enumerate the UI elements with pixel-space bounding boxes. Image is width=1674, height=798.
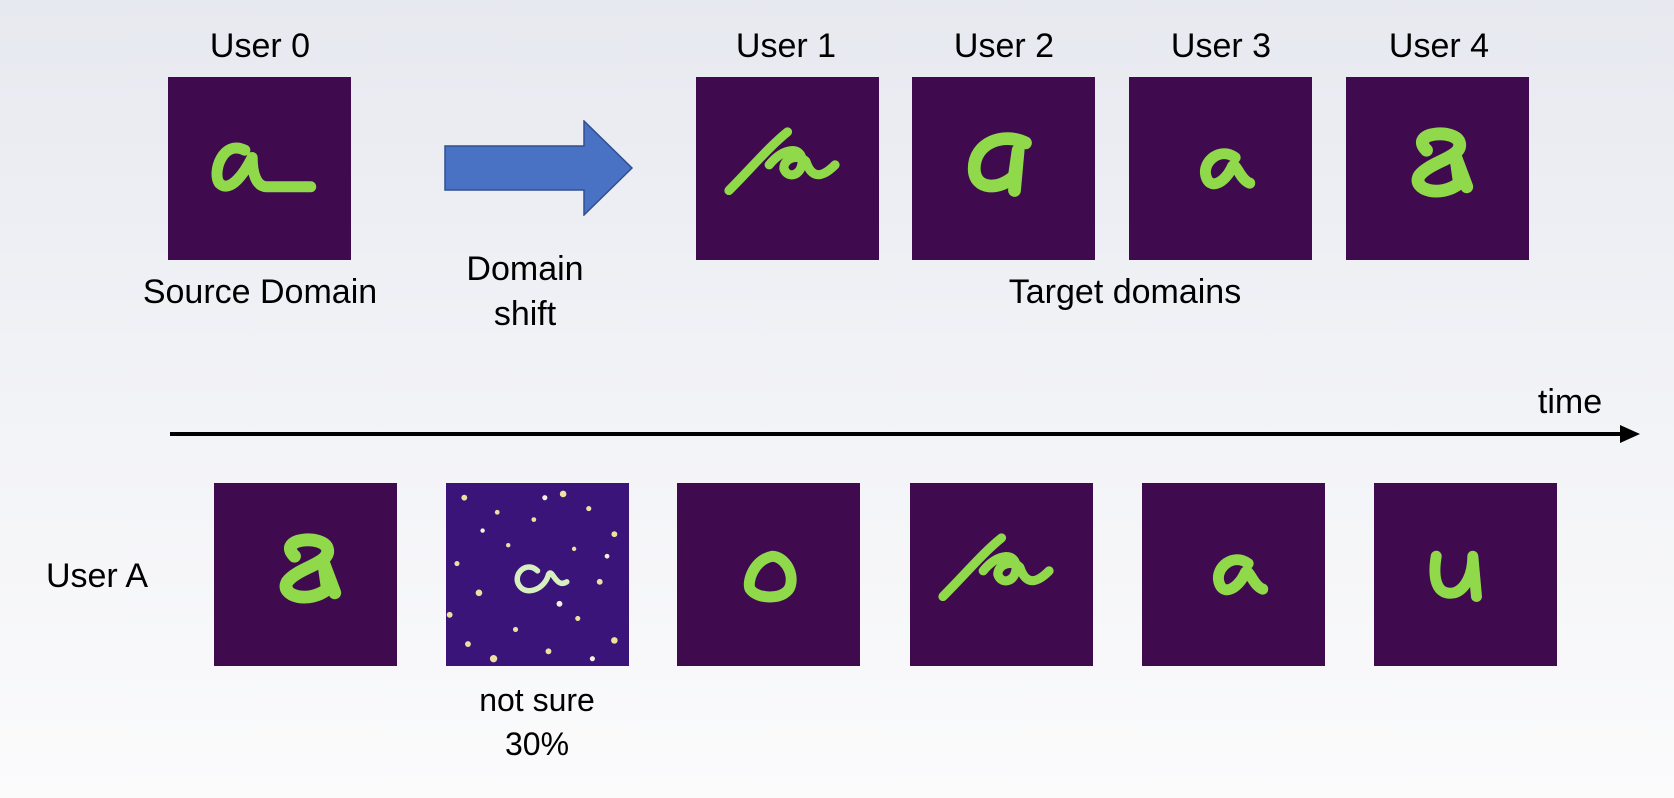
user-4-label: User 4 <box>1388 27 1490 65</box>
user-2-sample-image <box>912 77 1095 260</box>
user-0-label: User 0 <box>209 27 311 65</box>
target-domains-caption: Target domains <box>1008 273 1242 311</box>
handwritten-a-glyph <box>1411 127 1474 198</box>
user-a-sample-6 <box>1374 483 1557 666</box>
user-2-label: User 2 <box>953 27 1055 65</box>
handwritten-o-glyph <box>743 550 797 603</box>
user-1-sample-image <box>696 77 879 260</box>
user-1-label: User 1 <box>735 27 837 65</box>
user-a-label: User A <box>45 557 149 595</box>
user-4-sample-image <box>1346 77 1529 260</box>
domain-shift-label-line2: shift <box>493 295 557 333</box>
handwritten-a-glyph <box>211 142 317 193</box>
domain-shift-arrow <box>444 120 634 216</box>
uncertainty-percent-label: 30% <box>504 726 570 762</box>
user-3-label: User 3 <box>1170 27 1272 65</box>
user-a-sample-1 <box>214 483 397 666</box>
handwritten-a-glyph <box>724 127 840 196</box>
user-a-sample-4 <box>910 483 1093 666</box>
user-a-sample-3 <box>677 483 860 666</box>
uncertainty-label-line1: not sure <box>479 682 595 718</box>
user-3-sample-image <box>1129 77 1312 260</box>
domain-shift-label-line1: Domain <box>466 250 584 288</box>
handwritten-a-glyph <box>1212 554 1269 596</box>
handwritten-a-glyph <box>967 132 1032 197</box>
handwritten-u-glyph <box>1429 550 1482 602</box>
handwritten-a-glyph <box>1199 148 1256 190</box>
handwritten-a-glyph <box>938 533 1054 602</box>
time-axis-label: time <box>1537 383 1603 421</box>
timeline-arrow <box>170 425 1640 443</box>
user-a-sample-5 <box>1142 483 1325 666</box>
user-a-uncertain-sample <box>446 483 629 666</box>
source-domain-caption: Source Domain <box>142 273 378 311</box>
source-sample-image <box>168 77 351 260</box>
handwritten-a-glyph <box>279 533 342 604</box>
noisy-handwritten-glyph <box>446 490 618 663</box>
